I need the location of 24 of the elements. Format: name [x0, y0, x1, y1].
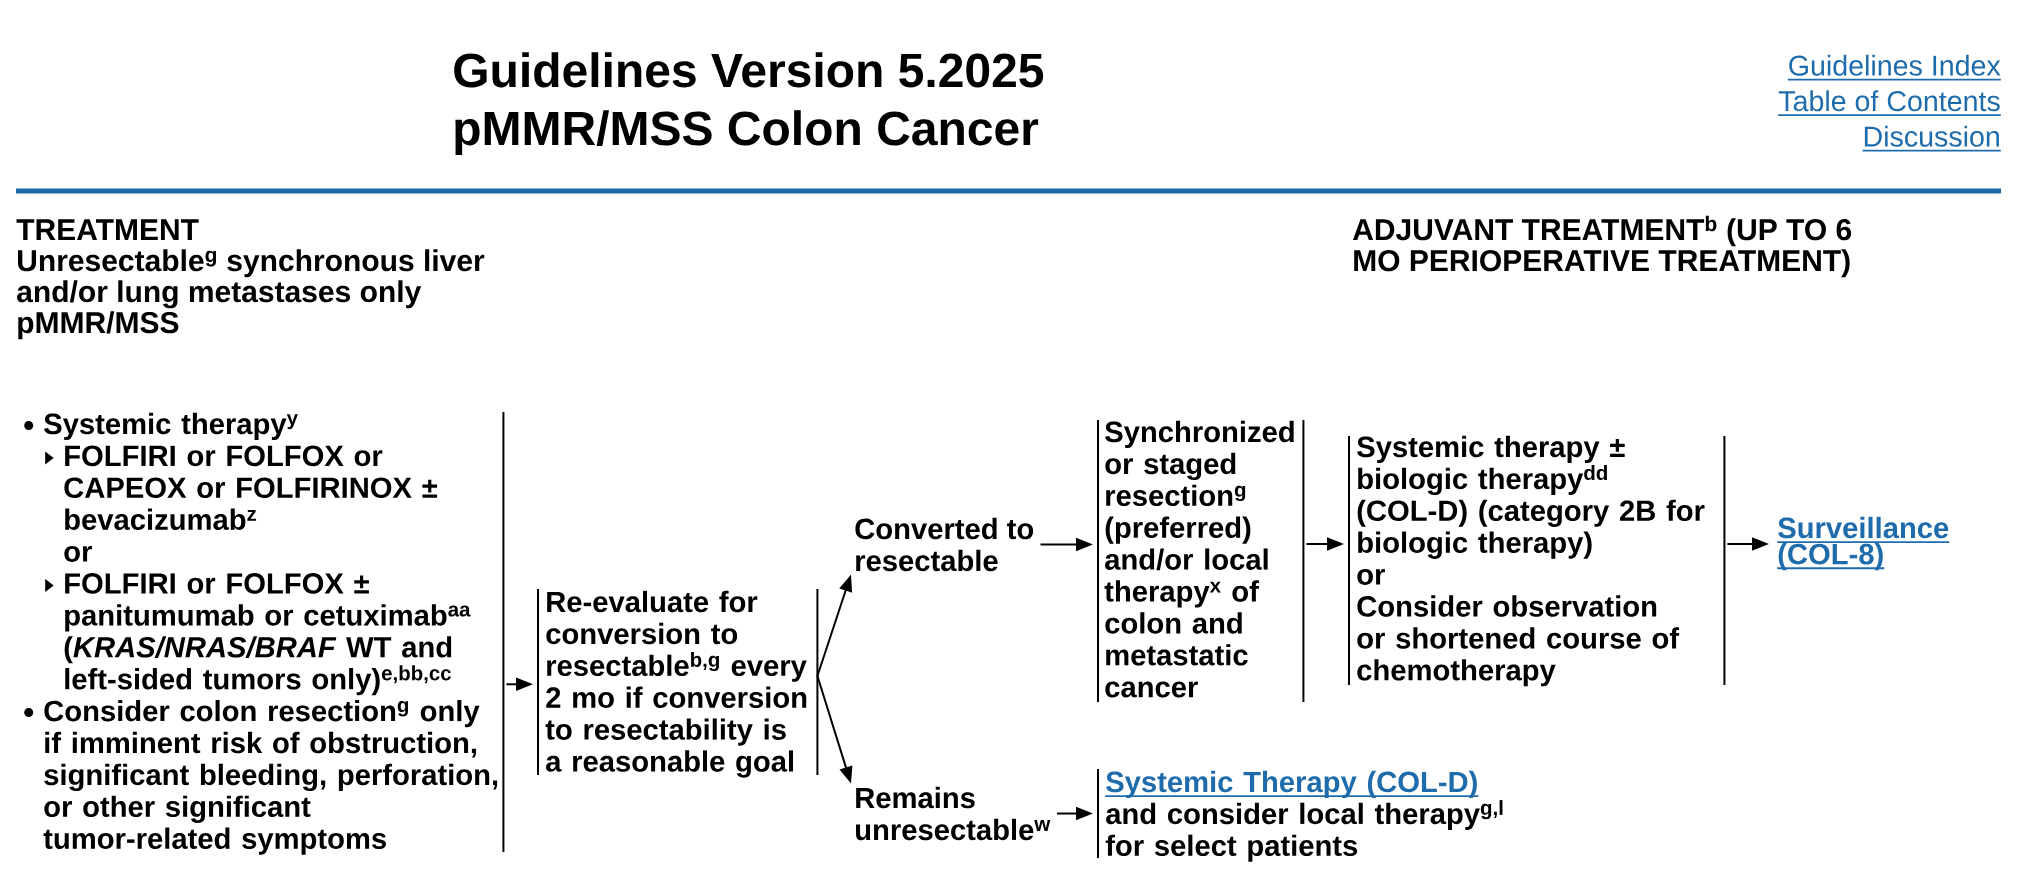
step-text: Systemic therapy ± biologic therapy$^{dd}$ (COL-D) (category 2B for biologic therapy) [1357, 435, 1705, 559]
list-item: Consider colon resection$^{g}$ only if imminent risk of obstruction, significant bleeding, perforation, or other significant tumor-related symptoms [43, 699, 498, 855]
step-text: Consider observation or shortened course of chemotherapy [1357, 595, 1680, 687]
outcome-text: Remains unresectable$^{w}$ [856, 786, 1051, 841]
step-text: Re-evaluate for conversion to resectable$^{b,g}$ every 2 mo if conversion to resectability is a reasonable goal [545, 590, 807, 778]
column-heading: ADJUVANT TREATMENT$^{b}$ (UP TO 6 MO PERIOPERATIVE TREATMENT) [1352, 215, 1852, 278]
step-text: and consider local therapy$^{g,l}$ for select patients [1105, 800, 1503, 862]
column-heading: TREATMENT [16, 219, 199, 240]
link: Discussion [1861, 125, 2002, 152]
step-text: or [1357, 568, 1385, 585]
list-item: FOLFIRI or FOLFOX or CAPEOX or FOLFIRINOX ± bevacizumab$^{z}$ [64, 445, 438, 530]
link: Surveillance (COL-8) [1776, 516, 1951, 571]
condition-text: pMMR/MSS [18, 311, 179, 340]
list-item: Systemic therapy$^{y}$ [44, 412, 298, 441]
outcome-text: Converted to resectable [855, 517, 1034, 572]
bracket-box [1097, 768, 1503, 862]
bracket-box [24, 411, 505, 855]
link: Guidelines Index [1786, 54, 2002, 81]
page-title: Guidelines Version 5.2025 pMMR/MSS Colon Cancer [454, 52, 1044, 155]
step-text: Synchronized or staged resection$^{g}$ (preferred) and/or local therapy$^{x}$ of colon and metastatic cancer [1104, 420, 1294, 698]
link: Table of Contents [1777, 90, 2002, 116]
link: Systemic Therapy (COL-D) [1104, 770, 1480, 799]
list-item: or [64, 545, 92, 562]
bracket-box [1348, 435, 1726, 687]
